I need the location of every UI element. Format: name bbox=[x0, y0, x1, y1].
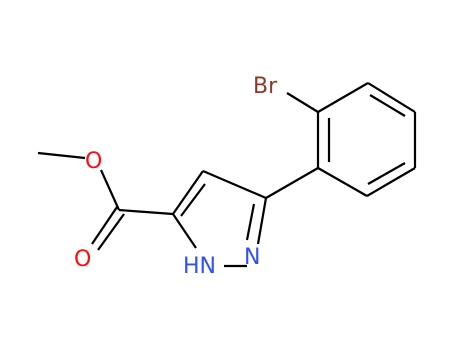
bond-pyrazole-c5-n1 bbox=[172, 213, 197, 249]
bromine-label: Br bbox=[253, 74, 278, 99]
bond-benzene-inner-1 bbox=[369, 94, 406, 117]
bond-carbonyl-c-ester-o bbox=[99, 169, 121, 211]
ring-n-label: N bbox=[244, 245, 260, 270]
bond-c-br bbox=[286, 92, 319, 113]
bond-benzene-c1-c2 bbox=[317, 82, 369, 113]
bond-pyrazole-c4-c5 bbox=[172, 170, 204, 215]
bond-benzene-inner-2 bbox=[367, 162, 406, 185]
bond-benzene-c2-c3 bbox=[367, 82, 416, 113]
bond-c5-carbonyl-c bbox=[118, 208, 174, 216]
bond-phenyl-pyrazole bbox=[265, 167, 319, 199]
bond-pyrazole-c3-c4 bbox=[202, 169, 267, 200]
bond-carbonyl-double-2 bbox=[97, 213, 125, 251]
bond-pyrazole-n2-c3 bbox=[256, 197, 268, 245]
bond-benzene-c5-c6 bbox=[317, 167, 368, 197]
bond-carbonyl-double-1 bbox=[91, 206, 118, 245]
ring-nh-label: HN bbox=[183, 254, 216, 279]
methyl-ester-group bbox=[37, 151, 174, 251]
bond-pyrazole-n2-c3-double bbox=[245, 203, 256, 241]
bond-pyrazole-c4-c5-double bbox=[180, 183, 206, 217]
benzene-ring bbox=[316, 82, 417, 197]
ester-oxygen-label: O bbox=[85, 149, 102, 174]
bond-ester-o-methyl bbox=[37, 151, 86, 160]
pyrazole-ring bbox=[172, 169, 268, 268]
bond-benzene-c4-c5 bbox=[366, 167, 416, 197]
carbonyl-oxygen-label: O bbox=[74, 247, 91, 272]
